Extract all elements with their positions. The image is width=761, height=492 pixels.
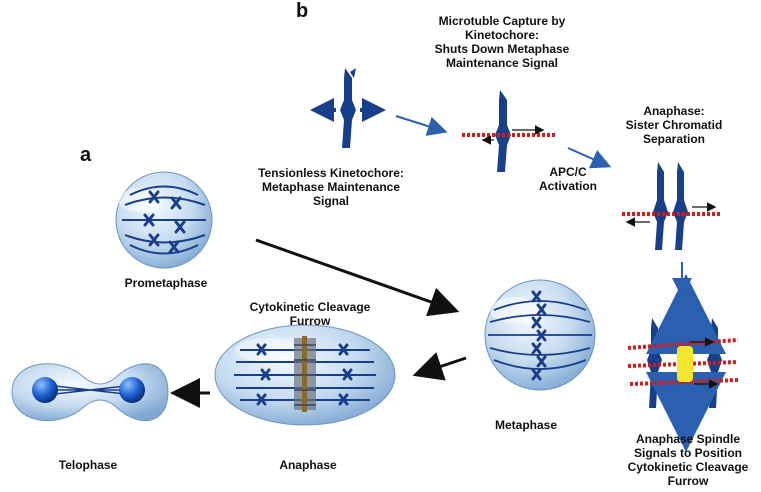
separating-chromatids [622, 162, 722, 250]
telophase-cell [11, 363, 169, 422]
cleavage-furrow [294, 336, 316, 412]
label-tensionless-kinetochore: Tensionless Kinetochore: Metaphase Maint… [258, 166, 404, 208]
arrow-metaphase-to-anaphase [412, 352, 467, 381]
label-telophase: Telophase [58, 458, 118, 472]
label-cytokinetic-furrow: Cytokinetic Cleavage Furrow [249, 300, 371, 328]
label-microtubule-capture: Microtuble Capture by Kinetochore: Shuts… [434, 14, 570, 70]
stage-arrows [170, 238, 467, 408]
metaphase-cell [484, 279, 596, 391]
panel-b-label: b [296, 0, 309, 22]
arrow-tensionless-to-capture [395, 115, 448, 136]
label-chromatid-separation: Anaphase: Sister Chromatid Separation [625, 104, 723, 146]
anaphase-cell [214, 324, 396, 426]
label-spindle-signals: Anaphase Spindle Signals to Position Cyt… [627, 432, 749, 488]
label-apc-activation: APC/C Activation [538, 165, 597, 193]
label-metaphase: Metaphase [494, 418, 558, 432]
label-prometaphase: Prometaphase [124, 276, 208, 290]
arrow-capture-to-anaphase [567, 147, 612, 169]
arrow-prometaphase-to-metaphase [255, 238, 460, 317]
tensionless-chromosome [310, 68, 386, 148]
prometaphase-cell [115, 171, 213, 269]
panel-a-label: a [80, 144, 92, 166]
captured-chromosome [462, 90, 556, 172]
spindle-signal-chromosomes [627, 274, 739, 452]
label-anaphase: Anaphase [279, 458, 337, 472]
pathway-arrows [395, 115, 692, 298]
